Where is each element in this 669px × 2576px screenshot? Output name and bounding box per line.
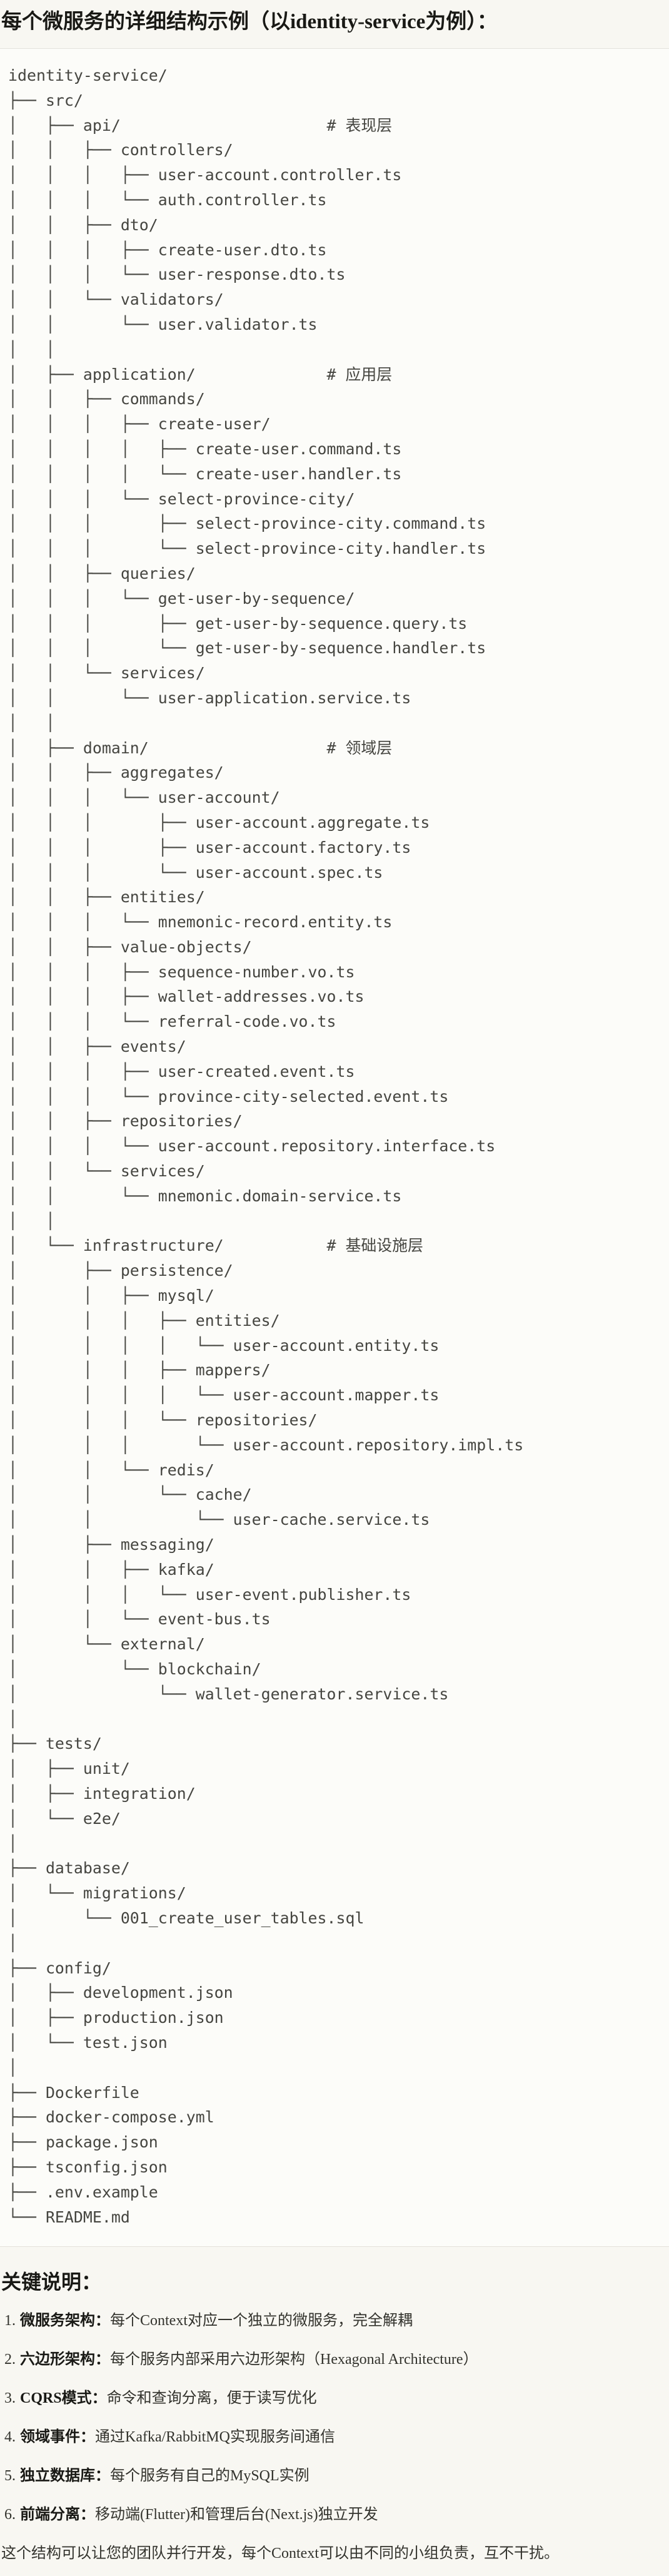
note-desc: 每个Context对应一个独立的微服务，完全解耦 <box>110 2313 413 2329</box>
note-term: 前端分离： <box>20 2507 95 2523</box>
note-desc: 每个服务内部采用六边形架构（Hexagonal Architecture） <box>110 2351 478 2368</box>
note-desc: 移动端(Flutter)和管理后台(Next.js)独立开发 <box>95 2507 378 2523</box>
note-number: 3. <box>4 2390 16 2407</box>
note-desc: 每个服务有自己的MySQL实例 <box>110 2468 309 2485</box>
note-number: 1. <box>4 2313 16 2329</box>
note-term: 独立数据库： <box>20 2468 110 2485</box>
notes-list: 1.微服务架构：每个Context对应一个独立的微服务，完全解耦 2.六边形架构… <box>0 2311 669 2525</box>
note-number: 2. <box>4 2351 16 2368</box>
note-number: 5. <box>4 2468 16 2485</box>
note-term: 六边形架构： <box>20 2351 110 2368</box>
note-term: 微服务架构： <box>20 2313 110 2329</box>
note-number: 6. <box>4 2507 16 2523</box>
note-desc: 通过Kafka/RabbitMQ实现服务间通信 <box>95 2429 335 2446</box>
list-item: 4.领域事件：通过Kafka/RabbitMQ实现服务间通信 <box>4 2427 669 2448</box>
notes-heading: 关键说明： <box>1 2271 102 2294</box>
note-number: 4. <box>4 2429 16 2446</box>
note-desc: 命令和查询分离，便于读写优化 <box>106 2390 317 2407</box>
list-item: 5.独立数据库：每个服务有自己的MySQL实例 <box>4 2466 669 2487</box>
page-title: 每个微服务的详细结构示例（以identity-service为例）： <box>1 11 498 33</box>
list-item: 2.六边形架构：每个服务内部采用六边形架构（Hexagonal Architec… <box>4 2349 669 2370</box>
note-term: 领域事件： <box>20 2429 95 2446</box>
closing-paragraph: 这个结构可以让您的团队并行开发，每个Context可以由不同的小组负责，互不干扰… <box>1 2545 559 2562</box>
code-block: identity-service/ ├── src/ │ ├── api/ # … <box>0 48 669 2248</box>
list-item: 3.CQRS模式：命令和查询分离，便于读写优化 <box>4 2388 669 2409</box>
list-item: 1.微服务架构：每个Context对应一个独立的微服务，完全解耦 <box>4 2311 669 2331</box>
directory-tree: identity-service/ ├── src/ │ ├── api/ # … <box>8 66 524 2226</box>
note-term: CQRS模式： <box>20 2390 107 2407</box>
list-item: 6.前端分离：移动端(Flutter)和管理后台(Next.js)独立开发 <box>4 2505 669 2525</box>
